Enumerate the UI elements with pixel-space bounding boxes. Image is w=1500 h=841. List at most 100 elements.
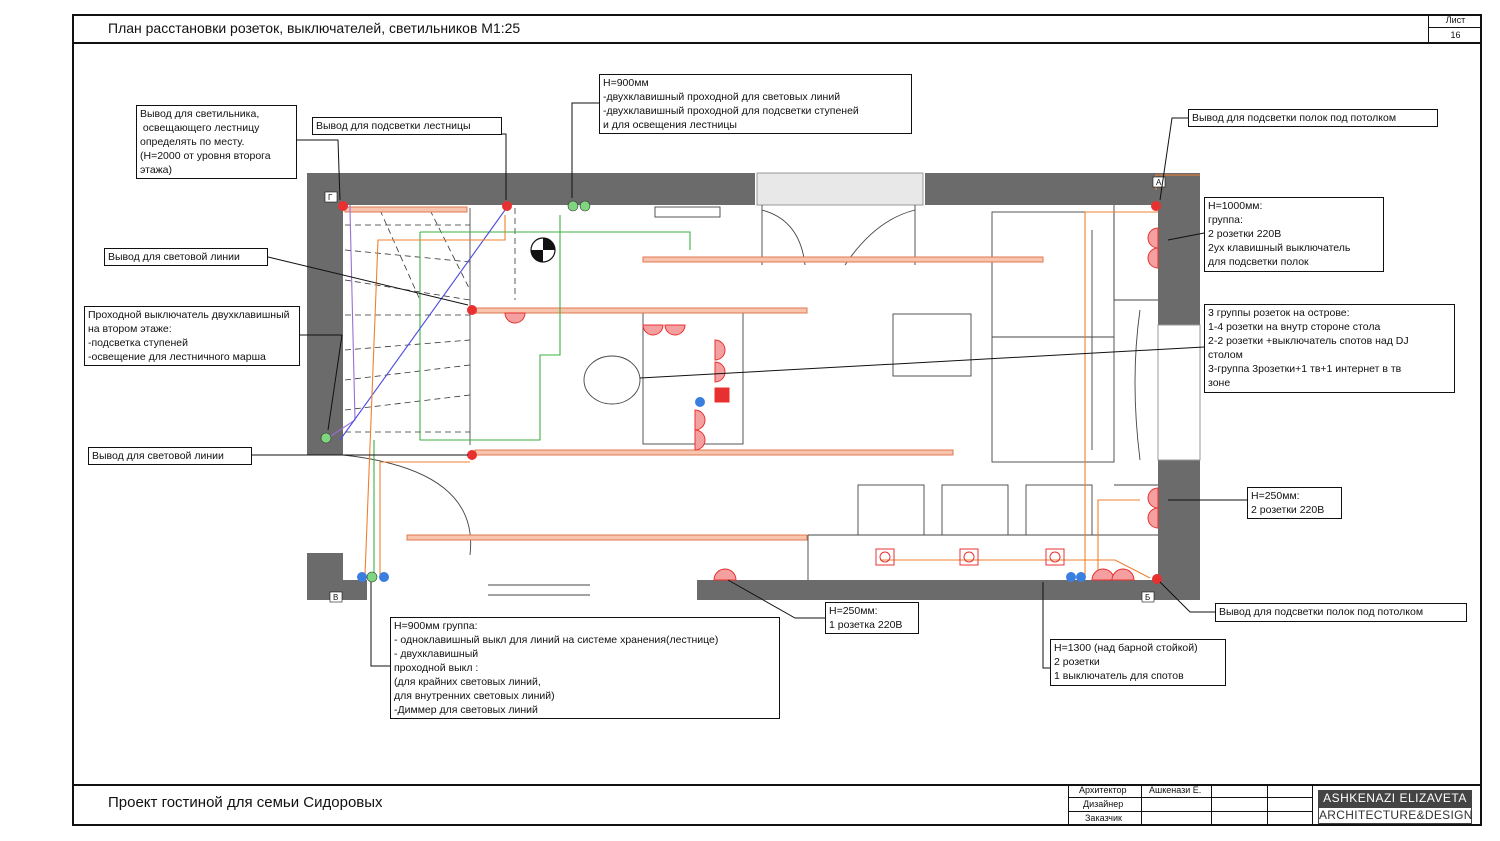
wall-top-left bbox=[307, 173, 755, 205]
title-divider bbox=[72, 42, 1482, 44]
note-group-900: Н=900мм группа: - одноклавишный выкл для… bbox=[390, 617, 780, 719]
stamp-divider bbox=[1267, 784, 1268, 826]
wiring bbox=[324, 174, 1200, 579]
note-shelf-top: Вывод для подсветки полок под потолком bbox=[1188, 109, 1438, 127]
socket bbox=[694, 429, 706, 451]
note-h1000: Н=1000мм: группа: 2 розетки 220В 2ух кла… bbox=[1204, 197, 1384, 272]
sheet-label: Лист bbox=[1429, 14, 1482, 28]
window-opening bbox=[756, 172, 924, 206]
axis-mark: Г bbox=[328, 193, 333, 202]
stamp-role: Заказчик bbox=[1085, 813, 1122, 823]
wall-bottom-right bbox=[697, 580, 1200, 600]
socket bbox=[713, 568, 737, 581]
brand-top: ASHKENAZI ELIZAVETA bbox=[1318, 790, 1472, 807]
orange-wire bbox=[364, 215, 506, 576]
stamp-row: Заказчик bbox=[1069, 812, 1313, 826]
note-stair-lamp: Вывод для светильника, освещающего лестн… bbox=[136, 105, 297, 179]
switch bbox=[1066, 572, 1076, 582]
spots bbox=[714, 387, 1065, 566]
stamp-name: Ашкенази Е. bbox=[1149, 785, 1202, 795]
wall-left-upper bbox=[307, 173, 343, 455]
light-outlet bbox=[1151, 201, 1161, 211]
bar-stool bbox=[941, 484, 1009, 536]
purple-wire bbox=[324, 205, 356, 441]
sheet-number-box: Лист 16 bbox=[1428, 14, 1482, 42]
switch bbox=[320, 432, 332, 444]
socket bbox=[504, 312, 526, 324]
note-light-line-2: Вывод для световой линии bbox=[88, 447, 252, 465]
stamp-row: Архитектор Ашкенази Е. bbox=[1069, 784, 1313, 798]
radiator bbox=[654, 206, 721, 218]
light-lines bbox=[344, 206, 1044, 541]
light-outlet bbox=[338, 201, 348, 211]
socket-group bbox=[504, 227, 1159, 581]
orange-wire bbox=[880, 559, 1151, 579]
light-line bbox=[474, 307, 808, 314]
stamp-divider bbox=[1312, 784, 1313, 826]
note-h250-right: Н=250мм: 2 розетки 220В bbox=[1247, 487, 1342, 519]
light-line bbox=[642, 256, 1044, 263]
light-line bbox=[344, 206, 468, 213]
axis-mark: В bbox=[333, 593, 338, 602]
blue-wire bbox=[339, 209, 506, 441]
socket bbox=[642, 324, 664, 336]
spot-light bbox=[875, 548, 895, 566]
orange-wire bbox=[1084, 211, 1158, 575]
wall-right-upper bbox=[1158, 173, 1200, 325]
orange-wire bbox=[1097, 499, 1140, 575]
socket bbox=[694, 409, 706, 431]
note-switch-900: Н=900мм -двухклавишный проходной для све… bbox=[599, 74, 912, 134]
note-light-line-1: Вывод для световой линии bbox=[104, 248, 268, 266]
axis-marks: Г А В Б bbox=[324, 176, 1166, 603]
axis-mark: Б bbox=[1145, 593, 1150, 602]
socket bbox=[664, 324, 686, 336]
coffee-table bbox=[892, 313, 972, 377]
note-h250-bottom: Н=250мм: 1 розетка 220В bbox=[825, 602, 919, 634]
devices bbox=[320, 200, 1162, 584]
light-outlet bbox=[1152, 574, 1162, 584]
note-stair-backlight: Вывод для подсветки лестницы bbox=[312, 117, 502, 135]
orange-wire bbox=[379, 461, 470, 575]
round-table bbox=[583, 355, 641, 405]
window-right bbox=[1157, 324, 1201, 461]
bar-stool bbox=[1025, 484, 1093, 536]
wall-bottom-left bbox=[307, 580, 367, 600]
note-second-floor-switch: Проходной выключатель двухклавишный на в… bbox=[84, 306, 300, 366]
switch bbox=[366, 571, 378, 583]
light-line bbox=[406, 534, 808, 541]
sheet-number: 16 bbox=[1450, 30, 1461, 40]
socket bbox=[1147, 227, 1159, 249]
note-shelf-bottom: Вывод для подсветки полок под потолком bbox=[1215, 603, 1467, 622]
spot-light bbox=[1045, 548, 1065, 566]
note-island-sockets: 3 группы розеток на острове: 1-4 розетки… bbox=[1204, 304, 1455, 393]
stamp-role: Архитектор bbox=[1079, 785, 1127, 795]
footer-divider bbox=[72, 784, 1482, 786]
dimmer bbox=[357, 572, 367, 582]
stamp-divider bbox=[1141, 784, 1142, 826]
brand-bottom: ARCHITECTURE&DESIGN bbox=[1318, 807, 1473, 824]
wall-right-lower bbox=[1158, 460, 1200, 600]
axis-mark: А bbox=[1156, 178, 1162, 187]
light-outlet bbox=[467, 450, 477, 460]
socket bbox=[1111, 568, 1135, 581]
sheet-frame bbox=[72, 14, 1482, 826]
socket bbox=[1091, 568, 1115, 581]
switch bbox=[379, 572, 389, 582]
light-line bbox=[474, 449, 954, 456]
light-outlet bbox=[467, 305, 477, 315]
stamp-row: Дизайнер bbox=[1069, 798, 1313, 812]
socket bbox=[1147, 487, 1159, 509]
staircase bbox=[344, 208, 516, 445]
switch bbox=[1076, 572, 1086, 582]
switch bbox=[579, 200, 591, 212]
light-outlet bbox=[502, 201, 512, 211]
brand-logo: ASHKENAZI ELIZAVETA ARCHITECTURE&DESIGN bbox=[1318, 790, 1472, 824]
green-wire bbox=[419, 215, 561, 441]
project-title: Проект гостиной для семьи Сидоровых bbox=[108, 794, 383, 811]
green-wire bbox=[420, 231, 691, 250]
socket bbox=[1147, 507, 1159, 529]
note-h1300: Н=1300 (над барной стойкой) 2 розетки 1 … bbox=[1050, 639, 1226, 686]
spot-light bbox=[959, 548, 979, 566]
